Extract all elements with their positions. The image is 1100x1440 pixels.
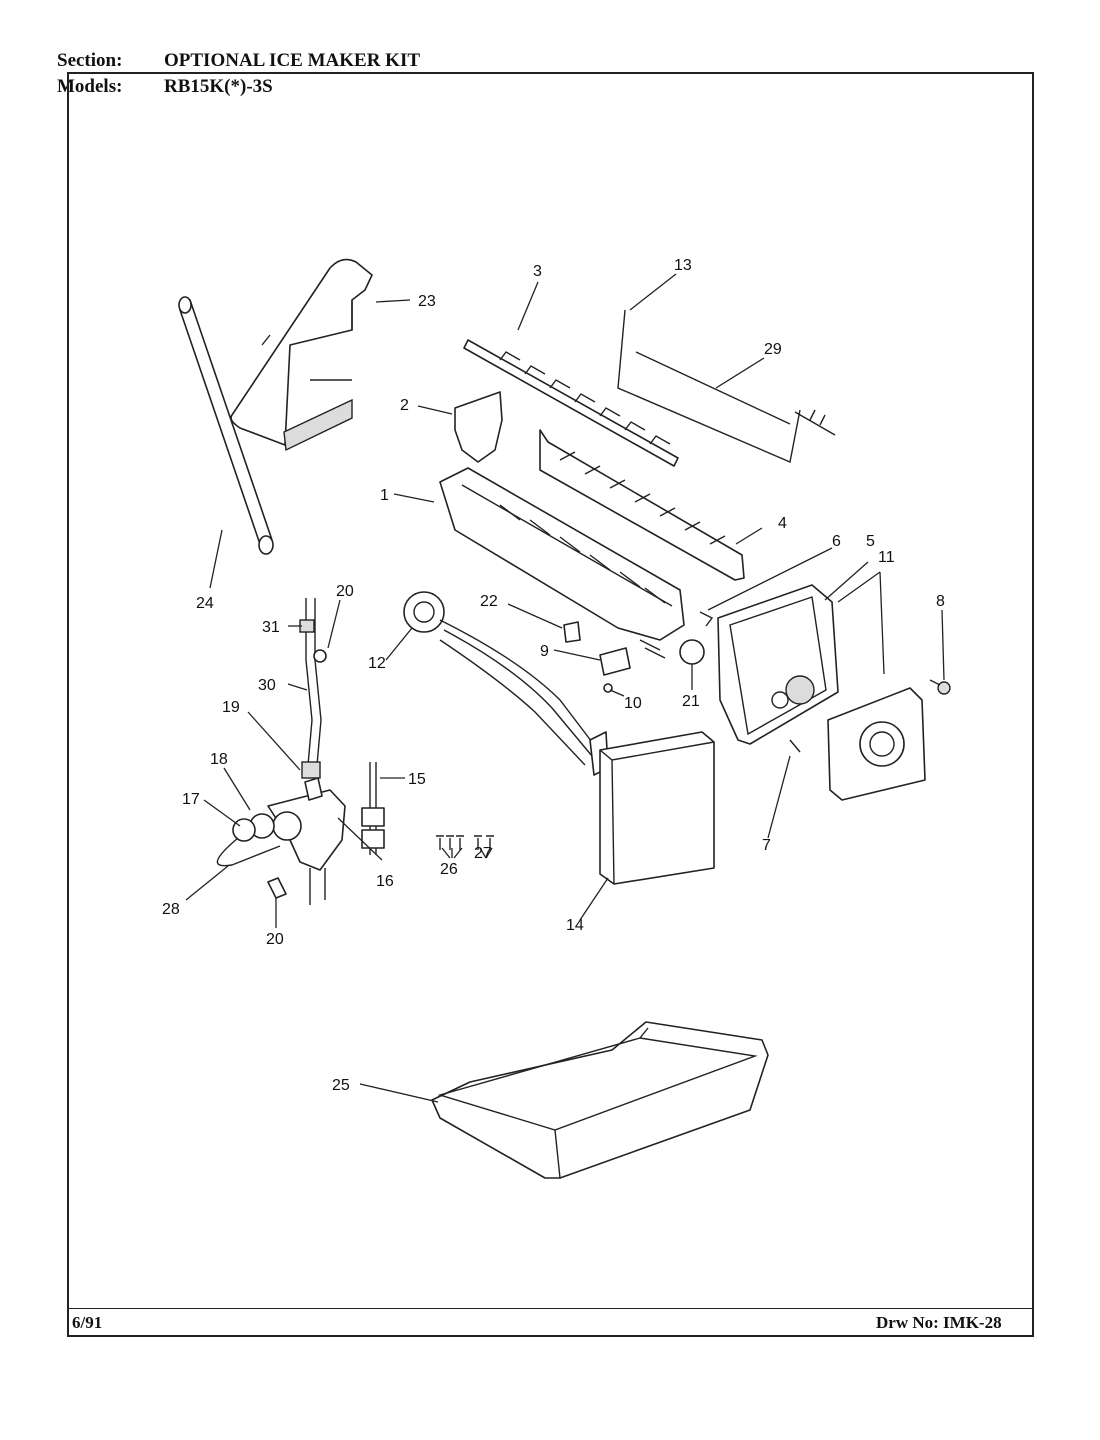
callout-4: 4 [778,515,787,532]
part-1-mold [439,467,685,641]
part-8-screw [929,679,951,695]
part-23-cover [230,258,373,452]
callout-7: 7 [762,837,771,854]
part-11-motor-plate [827,687,926,801]
callout-8: 8 [936,593,945,610]
callout-6: 6 [832,533,841,550]
part-12-harness [403,591,609,776]
callout-29: 29 [764,341,782,358]
callout-14: 14 [566,917,584,934]
part-24-tube [178,296,274,555]
callout-25: 25 [332,1077,350,1094]
part-26-27-screws [436,835,494,850]
callout-9: 9 [540,643,549,660]
section-title: OPTIONAL ICE MAKER KIT [164,50,421,71]
models-label: Models: [57,76,123,97]
callout-23: 23 [418,293,436,310]
section-label: Section: [57,50,123,71]
part-30-fill-tube [299,598,327,779]
callout-17: 17 [182,791,200,808]
callout-24: 24 [196,595,214,612]
callout-30: 30 [258,677,276,694]
part-14-box [599,731,715,885]
callout-1: 1 [380,487,389,504]
callout-21: 21 [682,693,700,710]
callout-labels: 1 2 3 4 5 6 7 8 9 10 11 12 13 14 15 16 1… [162,257,945,1094]
callout-15: 15 [408,771,426,788]
callout-11: 11 [878,549,895,566]
part-22-9-10-7 [563,621,801,753]
part-25-ice-bin [431,1021,769,1179]
part-2-bracket [454,391,503,463]
callout-26: 26 [440,861,458,878]
callout-3: 3 [533,263,542,280]
drawing-number: Drw No: IMK-28 [876,1313,1002,1332]
callout-20-bottom: 20 [266,931,284,948]
callout-22: 22 [480,593,498,610]
models-value: RB15K(*)-3S [164,76,273,97]
callout-31: 31 [262,619,280,636]
part-3-ejector [463,339,679,467]
leader-lines [185,273,945,1103]
callout-19: 19 [222,699,240,716]
callout-5: 5 [866,533,875,550]
callout-18: 18 [210,751,228,768]
part-4-stripper [539,429,745,581]
drawing-frame [67,72,1034,1337]
callout-13: 13 [674,257,692,274]
part-5-housing [717,584,839,745]
callout-28: 28 [162,901,180,918]
callout-20-top: 20 [336,583,354,600]
callout-27: 27 [474,845,492,862]
callout-12: 12 [368,655,386,672]
footer-divider [67,1308,1034,1309]
drawing-date: 6/91 [72,1313,103,1332]
part-29-shutoff-arm [617,309,836,463]
part-15-coupling [361,762,385,855]
callout-2: 2 [400,397,409,414]
part-16-water-valve [216,777,346,905]
callout-16: 16 [376,873,394,890]
callout-10: 10 [624,695,642,712]
